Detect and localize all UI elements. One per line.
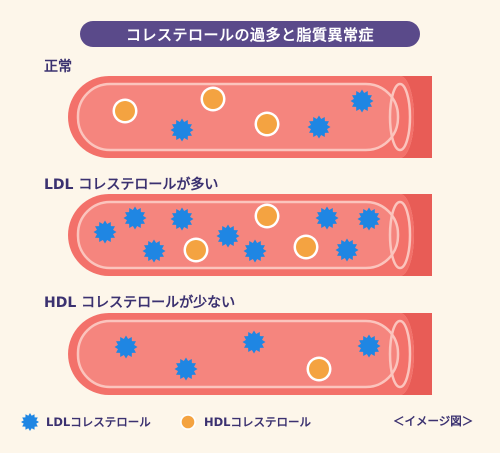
vessel-rim (388, 200, 412, 270)
ldl-particle (114, 335, 138, 359)
ldl-particle (307, 115, 331, 139)
legend-hdl-label: HDLコレステロール (204, 415, 311, 429)
legend-hdl: HDLコレステロール (178, 412, 311, 432)
ldl-particle (315, 206, 339, 230)
hdl-particle (306, 356, 332, 382)
hdl-particle (254, 111, 280, 137)
hdl-icon (180, 414, 196, 430)
ldl-particle (357, 334, 381, 358)
diagram-title: コレステロールの過多と脂質異常症 (80, 21, 420, 47)
hdl-particle (254, 203, 280, 229)
ldl-particle (142, 239, 166, 263)
vessel-ldl-high (68, 194, 432, 276)
vessel-rim (388, 319, 412, 389)
ldl-particle (216, 224, 240, 248)
ldl-particle (350, 89, 374, 113)
ldl-particle (93, 220, 117, 244)
ldl-particle (123, 206, 147, 230)
ldl-particle (242, 330, 266, 354)
section-label-hdl-low: HDL コレステロールが少ない (44, 295, 236, 311)
hdl-particle (183, 237, 209, 263)
ldl-particle (335, 238, 359, 262)
vessel-rim (388, 82, 412, 152)
legend-ldl: LDLコレステロール (20, 412, 151, 432)
hdl-particle (200, 86, 226, 112)
ldl-particle (243, 239, 267, 263)
ldl-icon (21, 413, 39, 431)
ldl-particle (170, 118, 194, 142)
ldl-particle (174, 357, 198, 381)
ldl-particle (170, 207, 194, 231)
ldl-particle (357, 207, 381, 231)
particle-layer (93, 86, 381, 382)
hdl-particle (293, 234, 319, 260)
section-label-normal: 正常 (44, 59, 72, 75)
section-label-ldl-high: LDL コレステロールが多い (44, 177, 219, 193)
legend-ldl-label: LDLコレステロール (46, 415, 151, 429)
image-note: ＜イメージ図＞ (393, 414, 474, 428)
hdl-particle (112, 98, 138, 124)
